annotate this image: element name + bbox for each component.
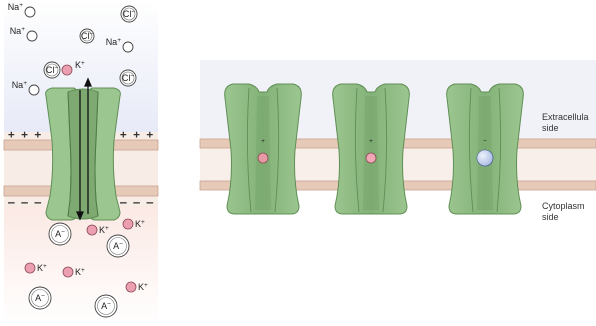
ion-a-cytoplasmic: A− <box>95 295 117 317</box>
left-membrane-top-signs-right: + + + <box>120 128 153 141</box>
ion-k-in-pore <box>366 153 376 163</box>
left-membrane-bottom-signs-left: – – – <box>8 196 41 209</box>
extracellular-side-label-line1: Extracellula <box>542 112 589 122</box>
channel-ion-label: + <box>369 138 373 145</box>
ion-cl-extracellular: Cl− <box>80 29 94 43</box>
ion-a-cytoplasmic: A− <box>29 287 51 309</box>
cytoplasmic-side-label-line1: Cytoplasm <box>542 201 585 211</box>
ion-a-cytoplasmic: A− <box>107 235 129 257</box>
channel-ion-label: + <box>261 138 265 145</box>
cytoplasmic-side-label-line2: side <box>542 212 559 222</box>
channel-na: + <box>225 84 302 214</box>
right-panel: + + − Extracellula side Cytoplasm side <box>200 60 596 252</box>
channel-ion-label: − <box>483 138 487 145</box>
ion-cl-extracellular: Cl− <box>44 62 60 78</box>
left-potassium-channel <box>46 88 121 220</box>
left-panel: + + + + + + – – – – – – Na+Cl−Na+Cl−Na+C… <box>4 0 158 326</box>
channel-k: + <box>333 84 410 214</box>
ion-cl-extracellular: Cl− <box>120 70 136 86</box>
left-membrane-bottom-signs-right: – – – <box>120 196 153 209</box>
ion-na-in-pore <box>258 153 268 163</box>
left-membrane-top-signs-left: + + + <box>8 128 41 141</box>
channel-row: + + − <box>225 84 524 214</box>
ion-a-cytoplasmic: A− <box>49 223 71 245</box>
ion-cl-extracellular: Cl− <box>121 6 137 22</box>
channel-cl: − <box>447 84 524 214</box>
extracellular-side-label-line2: side <box>542 123 559 133</box>
